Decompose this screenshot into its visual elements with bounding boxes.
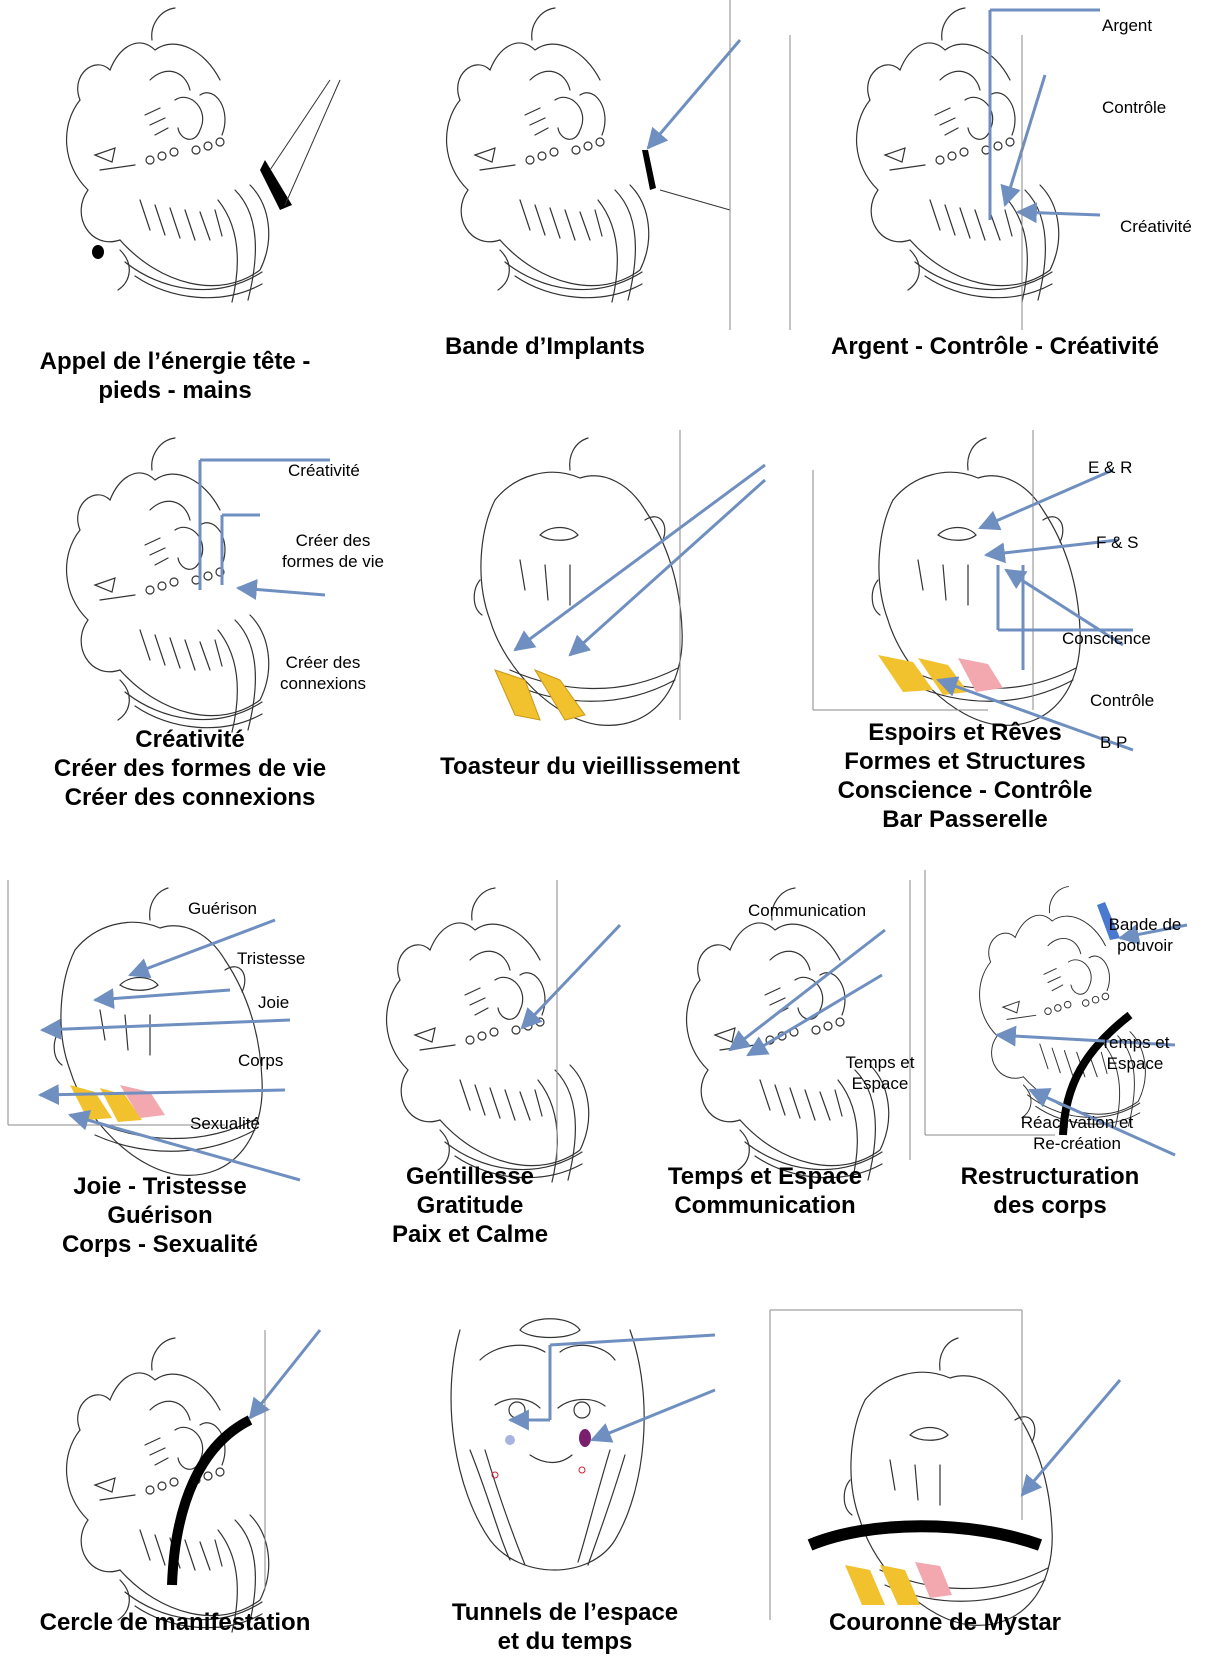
panel-5-drawing [474, 430, 765, 725]
panel-6-drawing [813, 430, 1133, 750]
panel-1-caption-line: Appel de l’énergie tête - [10, 347, 340, 376]
label-bande-pouvoir: Bande de pouvoir [1090, 914, 1200, 956]
panel-12-caption: Tunnels de l’espace et du temps [420, 1598, 710, 1656]
label-line: Créer des [268, 530, 398, 551]
panel-9-caption: Temps et Espace Communication [630, 1162, 900, 1220]
panel-13-drawing [770, 1310, 1120, 1625]
panel-8-caption-line: Gratitude [345, 1191, 595, 1220]
label-er: E & R [1088, 457, 1132, 478]
label-temps-espace: Temps et Espace [840, 1052, 920, 1094]
panel-1-caption-line: pieds - mains [10, 376, 340, 405]
panel-13-caption: Couronne de Mystar [800, 1608, 1090, 1637]
panel-5-caption: Toasteur du vieillissement [420, 752, 760, 781]
panel-11-caption-line: Cercle de manifestation [10, 1608, 340, 1637]
panel-1-caption: Appel de l’énergie tête - pieds - mains [10, 347, 340, 405]
panel-2-drawing [447, 0, 740, 330]
label-line: Créer des [268, 652, 378, 673]
label-creer-connexions: Créer des connexions [268, 652, 378, 694]
panel-10-caption-line: des corps [930, 1191, 1170, 1220]
panel-8-caption-line: Gentillesse [345, 1162, 595, 1191]
panel-7-caption-line: Guérison [25, 1201, 295, 1230]
label-conscience: Conscience [1062, 628, 1151, 649]
label-line: Bande de [1090, 914, 1200, 935]
panel-11-caption: Cercle de manifestation [10, 1608, 340, 1637]
panel-4-caption: Créativité Créer des formes de vie Créer… [30, 725, 350, 812]
panel-10-caption-line: Restructuration [930, 1162, 1170, 1191]
panel-6-caption-line: Conscience - Contrôle [820, 776, 1110, 805]
label-joie: Joie [258, 992, 289, 1013]
panel-6-caption: Espoirs et Rêves Formes et Structures Co… [820, 718, 1110, 834]
label-creer-formes-vie: Créer des formes de vie [268, 530, 398, 572]
label-creativite: Créativité [1120, 216, 1192, 237]
label-line: Réactivation et [1002, 1112, 1152, 1133]
panel-6-caption-line: Bar Passerelle [820, 805, 1110, 834]
panel-6-caption-line: Espoirs et Rêves [820, 718, 1110, 747]
panel-12-caption-line: Tunnels de l’espace [420, 1598, 710, 1627]
panel-8-caption: Gentillesse Gratitude Paix et Calme [345, 1162, 595, 1249]
label-line: Espace [1090, 1053, 1180, 1074]
label-line: Temps et [1090, 1032, 1180, 1053]
label-fs: F & S [1096, 532, 1139, 553]
label-line: connexions [268, 673, 378, 694]
panel-1-drawing [67, 8, 340, 302]
panel-7-caption-line: Joie - Tristesse [25, 1172, 295, 1201]
panel-3-caption-line: Argent - Contrôle - Créativité [780, 332, 1210, 361]
label-communication: Communication [748, 900, 866, 921]
label-line: pouvoir [1090, 935, 1200, 956]
panel-12-caption-line: et du temps [420, 1627, 710, 1656]
panel-3-caption: Argent - Contrôle - Créativité [780, 332, 1210, 361]
panel-7-caption-line: Corps - Sexualité [25, 1230, 295, 1259]
panel-11-drawing [67, 1330, 320, 1632]
panel-8-drawing [387, 880, 620, 1182]
panel-9-drawing [687, 880, 910, 1182]
label-guerison: Guérison [188, 898, 257, 919]
label-reactivation: Réactivation et Re-création [1002, 1112, 1152, 1154]
panel-13-caption-line: Couronne de Mystar [800, 1608, 1090, 1637]
label-bp: B P [1100, 732, 1127, 753]
label-argent: Argent [1102, 15, 1152, 36]
panel-2-caption-line: Bande d’Implants [420, 332, 670, 361]
panel-2-caption: Bande d’Implants [420, 332, 670, 361]
panel-4-caption-line: Créer des formes de vie [30, 754, 350, 783]
label-line: Re-création [1002, 1133, 1152, 1154]
label-line: Temps et [840, 1052, 920, 1073]
label-line: Espace [840, 1073, 920, 1094]
label-tristesse: Tristesse [237, 948, 305, 969]
label-controle: Contrôle [1090, 690, 1154, 711]
panel-8-caption-line: Paix et Calme [345, 1220, 595, 1249]
label-controle: Contrôle [1102, 97, 1166, 118]
label-creativite: Créativité [288, 460, 360, 481]
panel-10-caption: Restructuration des corps [930, 1162, 1170, 1220]
panel-7-drawing [8, 880, 300, 1180]
panel-4-caption-line: Créer des connexions [30, 783, 350, 812]
panel-4-caption-line: Créativité [30, 725, 350, 754]
label-sexualite: Sexualité [190, 1113, 260, 1134]
panel-6-caption-line: Formes et Structures [820, 747, 1110, 776]
label-corps: Corps [238, 1050, 283, 1071]
label-line: formes de vie [268, 551, 398, 572]
panel-12-drawing [451, 1319, 715, 1570]
panel-7-caption: Joie - Tristesse Guérison Corps - Sexual… [25, 1172, 295, 1259]
panel-3-drawing [790, 8, 1100, 330]
label-temps-espace: Temps et Espace [1090, 1032, 1180, 1074]
panel-9-caption-line: Temps et Espace [630, 1162, 900, 1191]
panel-5-caption-line: Toasteur du vieillissement [420, 752, 760, 781]
panel-9-caption-line: Communication [630, 1191, 900, 1220]
